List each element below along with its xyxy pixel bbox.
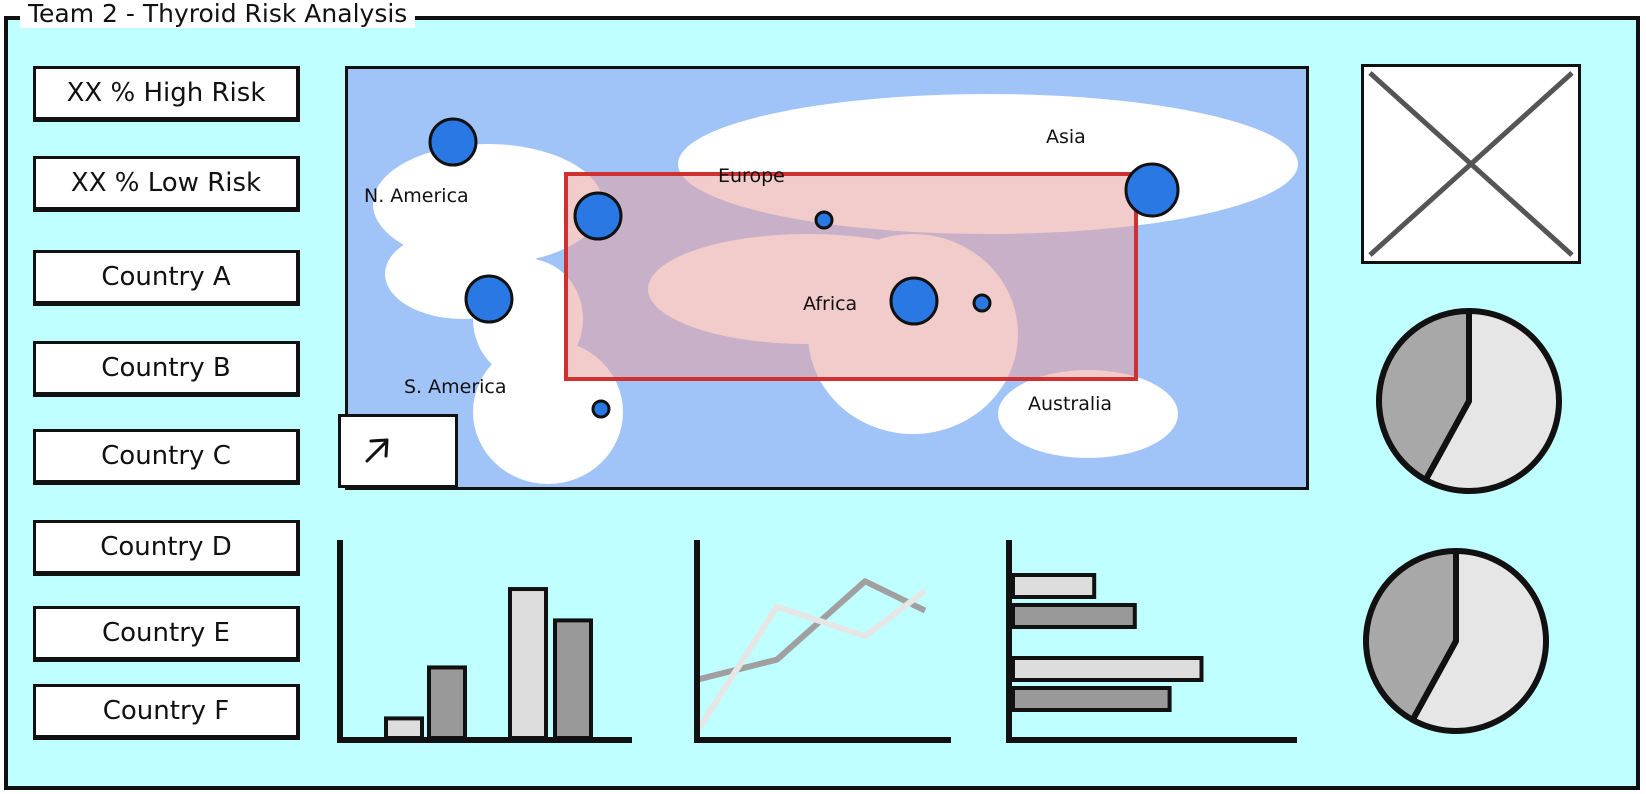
map-marker[interactable] bbox=[1124, 162, 1180, 218]
line-series-1[interactable] bbox=[698, 578, 927, 683]
selection-rectangle[interactable] bbox=[564, 172, 1138, 381]
expand-map-button[interactable] bbox=[338, 414, 458, 488]
bar-2[interactable] bbox=[427, 665, 467, 740]
low-risk-button[interactable]: XX % Low Risk bbox=[33, 156, 300, 212]
page-title: Team 2 - Thyroid Risk Analysis bbox=[20, 0, 416, 28]
region-label-s-america: S. America bbox=[404, 376, 507, 398]
risk-markers bbox=[428, 117, 1180, 419]
hbar-3[interactable] bbox=[1011, 656, 1204, 682]
country-b-button[interactable]: Country B bbox=[33, 341, 300, 397]
bar-chart bbox=[337, 540, 632, 743]
horizontal-bar-chart bbox=[1006, 540, 1297, 743]
country-d-button[interactable]: Country D bbox=[33, 520, 300, 576]
pie-slice-1[interactable] bbox=[1409, 548, 1549, 734]
map-marker[interactable] bbox=[889, 276, 939, 326]
expand-arrow-icon bbox=[365, 438, 389, 463]
map-marker[interactable] bbox=[972, 293, 992, 313]
region-label-australia: Australia bbox=[1028, 393, 1112, 415]
pie-chart-top bbox=[1376, 308, 1562, 494]
world-map[interactable]: N. America Europe Asia Africa S. America… bbox=[345, 66, 1309, 490]
map-marker[interactable] bbox=[464, 274, 514, 324]
image-placeholder bbox=[1361, 64, 1581, 264]
map-marker[interactable] bbox=[814, 210, 834, 230]
region-label-asia: Asia bbox=[1046, 126, 1086, 148]
country-f-button[interactable]: Country F bbox=[33, 684, 300, 740]
map-marker[interactable] bbox=[573, 191, 623, 241]
image-placeholder-x-icon bbox=[1368, 71, 1574, 257]
bar-4[interactable] bbox=[553, 618, 593, 740]
pie-slice-2[interactable] bbox=[1363, 548, 1459, 723]
map-marker[interactable] bbox=[428, 117, 478, 167]
region-label-europe: Europe bbox=[718, 165, 785, 187]
world-map-svg: N. America Europe Asia Africa S. America… bbox=[364, 94, 1298, 484]
pie-slice-2[interactable] bbox=[1376, 308, 1472, 483]
high-risk-button[interactable]: XX % High Risk bbox=[33, 66, 300, 122]
hbar-1[interactable] bbox=[1011, 573, 1097, 599]
region-label-n-america: N. America bbox=[364, 185, 469, 207]
pie-chart-bottom bbox=[1363, 548, 1549, 734]
region-label-africa: Africa bbox=[803, 293, 857, 315]
country-c-button[interactable]: Country C bbox=[33, 429, 300, 485]
map-marker[interactable] bbox=[591, 399, 611, 419]
bar-1[interactable] bbox=[384, 716, 424, 740]
pie-slice-1[interactable] bbox=[1422, 308, 1562, 494]
hbar-2[interactable] bbox=[1011, 603, 1137, 629]
hbar-4[interactable] bbox=[1011, 686, 1172, 712]
continent-australia bbox=[998, 370, 1178, 458]
country-e-button[interactable]: Country E bbox=[33, 606, 300, 662]
country-a-button[interactable]: Country A bbox=[33, 250, 300, 306]
bar-3[interactable] bbox=[508, 587, 548, 741]
line-chart bbox=[694, 540, 951, 743]
line-series-2[interactable] bbox=[696, 588, 927, 730]
